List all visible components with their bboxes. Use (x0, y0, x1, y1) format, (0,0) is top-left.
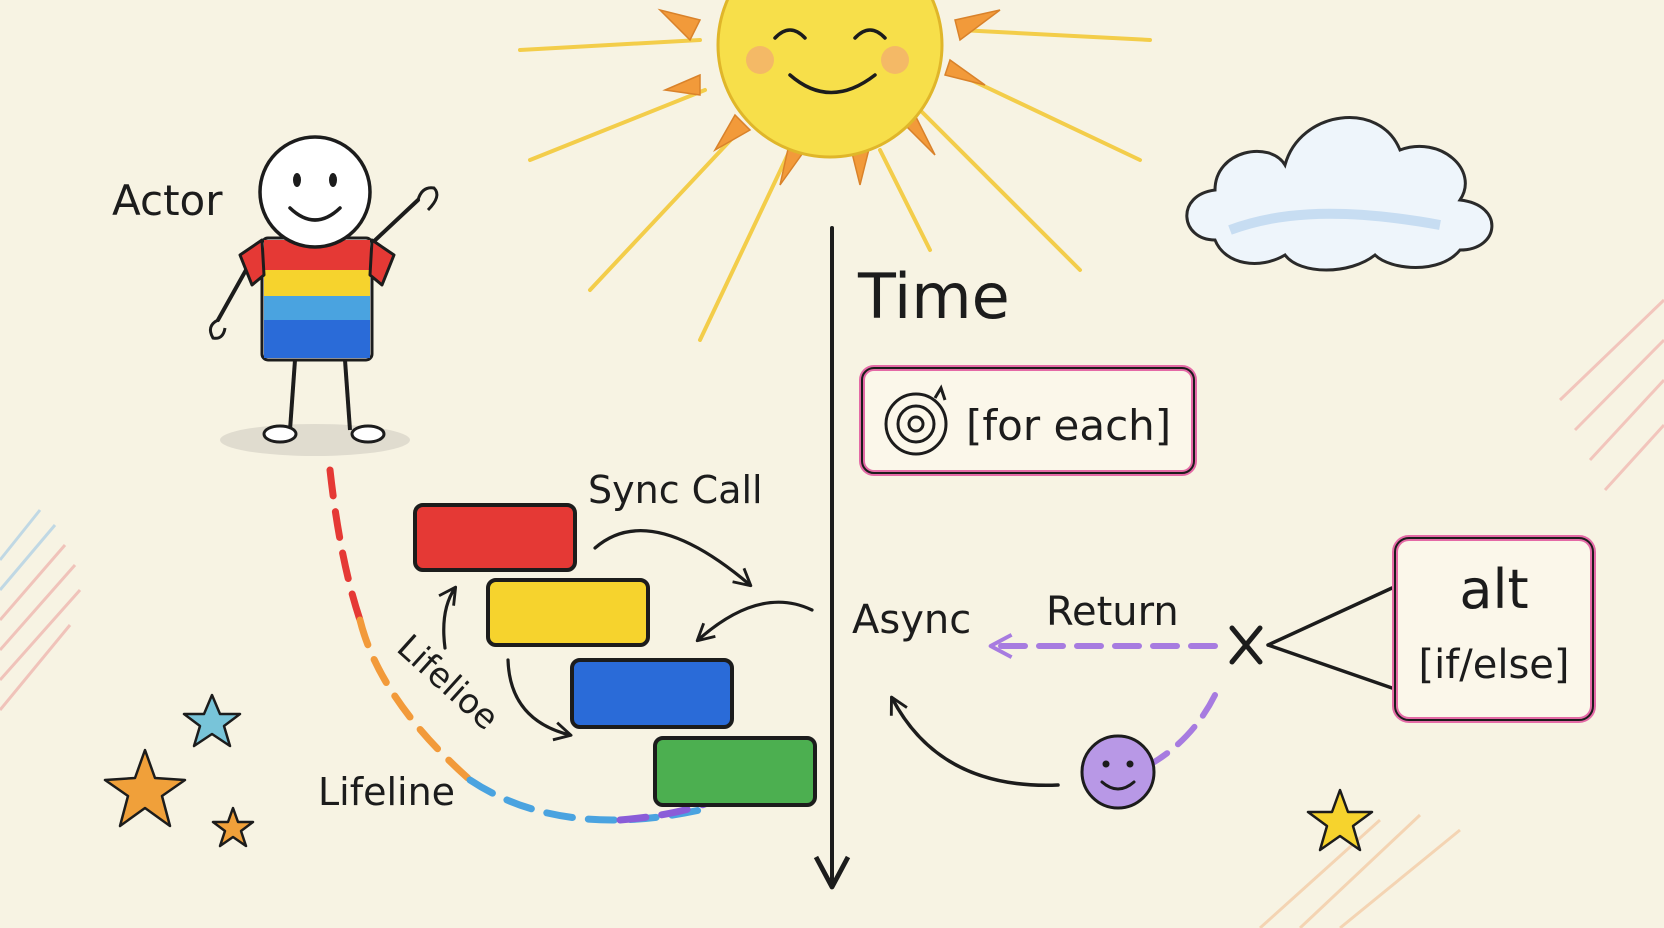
star-orange-large (103, 748, 187, 828)
async-label: Async (852, 597, 971, 643)
destroy-x-icon (1229, 625, 1263, 665)
actor-label: Actor (112, 176, 223, 225)
loop-label: [for each] (966, 401, 1171, 450)
message-arrows (438, 529, 814, 742)
return-label: Return (1046, 589, 1179, 635)
alt-connector-lines (1266, 586, 1394, 690)
smiley-face (1080, 734, 1156, 810)
loop-frame (859, 365, 1197, 476)
sync-call-label: Sync Call (588, 468, 763, 512)
activation-bar-blue (570, 658, 734, 729)
star-blue (182, 693, 242, 748)
alt-title-label: alt (1459, 558, 1528, 621)
activation-bars (413, 503, 817, 807)
async-arrow (889, 695, 1060, 787)
activation-bar-yellow (486, 578, 650, 647)
lifeline-label: Lifeline (318, 770, 455, 814)
stars (103, 693, 1374, 852)
alt-frame-outline (1394, 537, 1594, 721)
activation-bar-green (653, 736, 817, 807)
sun (518, 0, 1152, 342)
actor-figure (208, 135, 439, 456)
corner-scribble-left (0, 509, 82, 711)
alt-condition-label: [if/else] (1418, 642, 1569, 688)
star-yellow (1306, 788, 1374, 852)
loop-icon (884, 384, 948, 456)
star-orange-small (211, 806, 255, 848)
time-label: Time (857, 260, 1010, 333)
corner-scribble-right (1258, 298, 1664, 928)
activation-bar-red (413, 503, 577, 572)
cloud (1185, 116, 1494, 272)
